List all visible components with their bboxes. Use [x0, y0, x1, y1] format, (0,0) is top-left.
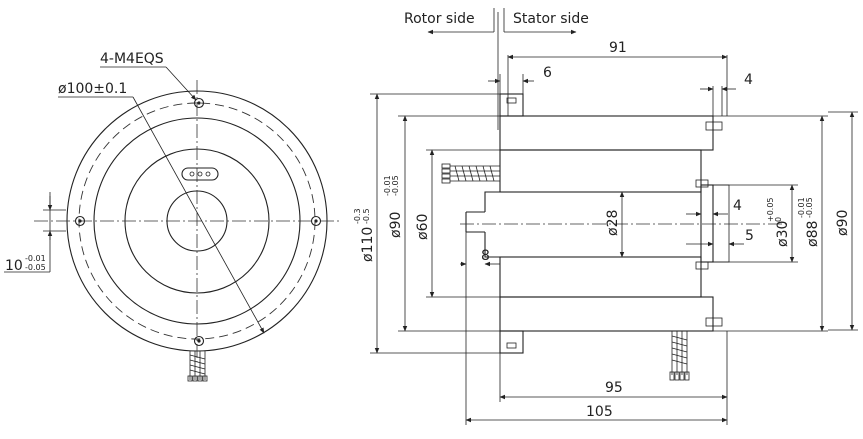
flange-upper — [499, 93, 524, 117]
ten-label: 10 — [5, 258, 23, 274]
housing-lower-section — [499, 296, 714, 332]
dim-d30-tol-up: +0.05 — [766, 197, 775, 222]
rotor-upper-section — [499, 149, 702, 193]
flange-lower — [499, 330, 524, 354]
housing-upper-section — [499, 115, 714, 151]
dim-d88: ø88 — [805, 221, 821, 247]
lead-wires-rotor — [441, 163, 500, 184]
dim-105: 105 — [586, 404, 613, 420]
dim-d28: ø28 — [605, 210, 621, 236]
dim-6: 6 — [543, 65, 552, 81]
dim-91: 91 — [609, 40, 627, 56]
connector-slot — [181, 167, 219, 181]
dim-8: 8 — [481, 248, 490, 264]
dim-d110-tol-dn: -0.5 — [362, 208, 371, 224]
mounting-hole — [310, 215, 322, 227]
dim-d90-left-tol-up: -0.01 — [383, 175, 392, 196]
front-view: 4-M4EQS ø100±0.1 10 -0.01 -0.05 — [4, 51, 340, 382]
dim-d90-left-tol-dn: -0.05 — [391, 175, 400, 196]
ten-tol-up: -0.01 — [25, 254, 46, 263]
dim-d110-tol-up: -0.3 — [353, 208, 362, 224]
mounting-hole — [193, 97, 205, 109]
stator-side-label: Stator side — [513, 11, 589, 27]
dim-4-mid: 4 — [733, 198, 742, 214]
section-view — [441, 12, 790, 381]
pcd-label: ø100±0.1 — [58, 81, 127, 97]
dim-95: 95 — [605, 380, 623, 396]
dim-5: 5 — [745, 228, 754, 244]
end-cap — [700, 184, 714, 263]
dim-d90-right: ø90 — [835, 210, 851, 236]
rotor-lower-section — [499, 256, 702, 298]
dim-d60: ø60 — [415, 214, 431, 240]
mounting-hole — [193, 335, 205, 347]
mounting-hole — [74, 215, 86, 227]
rotor-side-label: Rotor side — [404, 11, 475, 27]
dim-d30: ø30 — [775, 221, 791, 247]
dim-4-top: 4 — [744, 72, 753, 88]
ten-tol-dn: -0.05 — [25, 263, 46, 272]
dim-d110: ø110 — [360, 227, 376, 262]
dim-d88-tol-up: -0.01 — [797, 197, 806, 218]
lead-wires-stator — [669, 331, 690, 381]
dim-d30-tol-dn: 0 — [774, 217, 783, 222]
lead-wires-front — [187, 351, 208, 382]
dim-d90-left: ø90 — [388, 212, 404, 238]
holes-label: 4-M4EQS — [100, 51, 164, 67]
dim-d88-tol-dn: -0.05 — [805, 197, 814, 218]
